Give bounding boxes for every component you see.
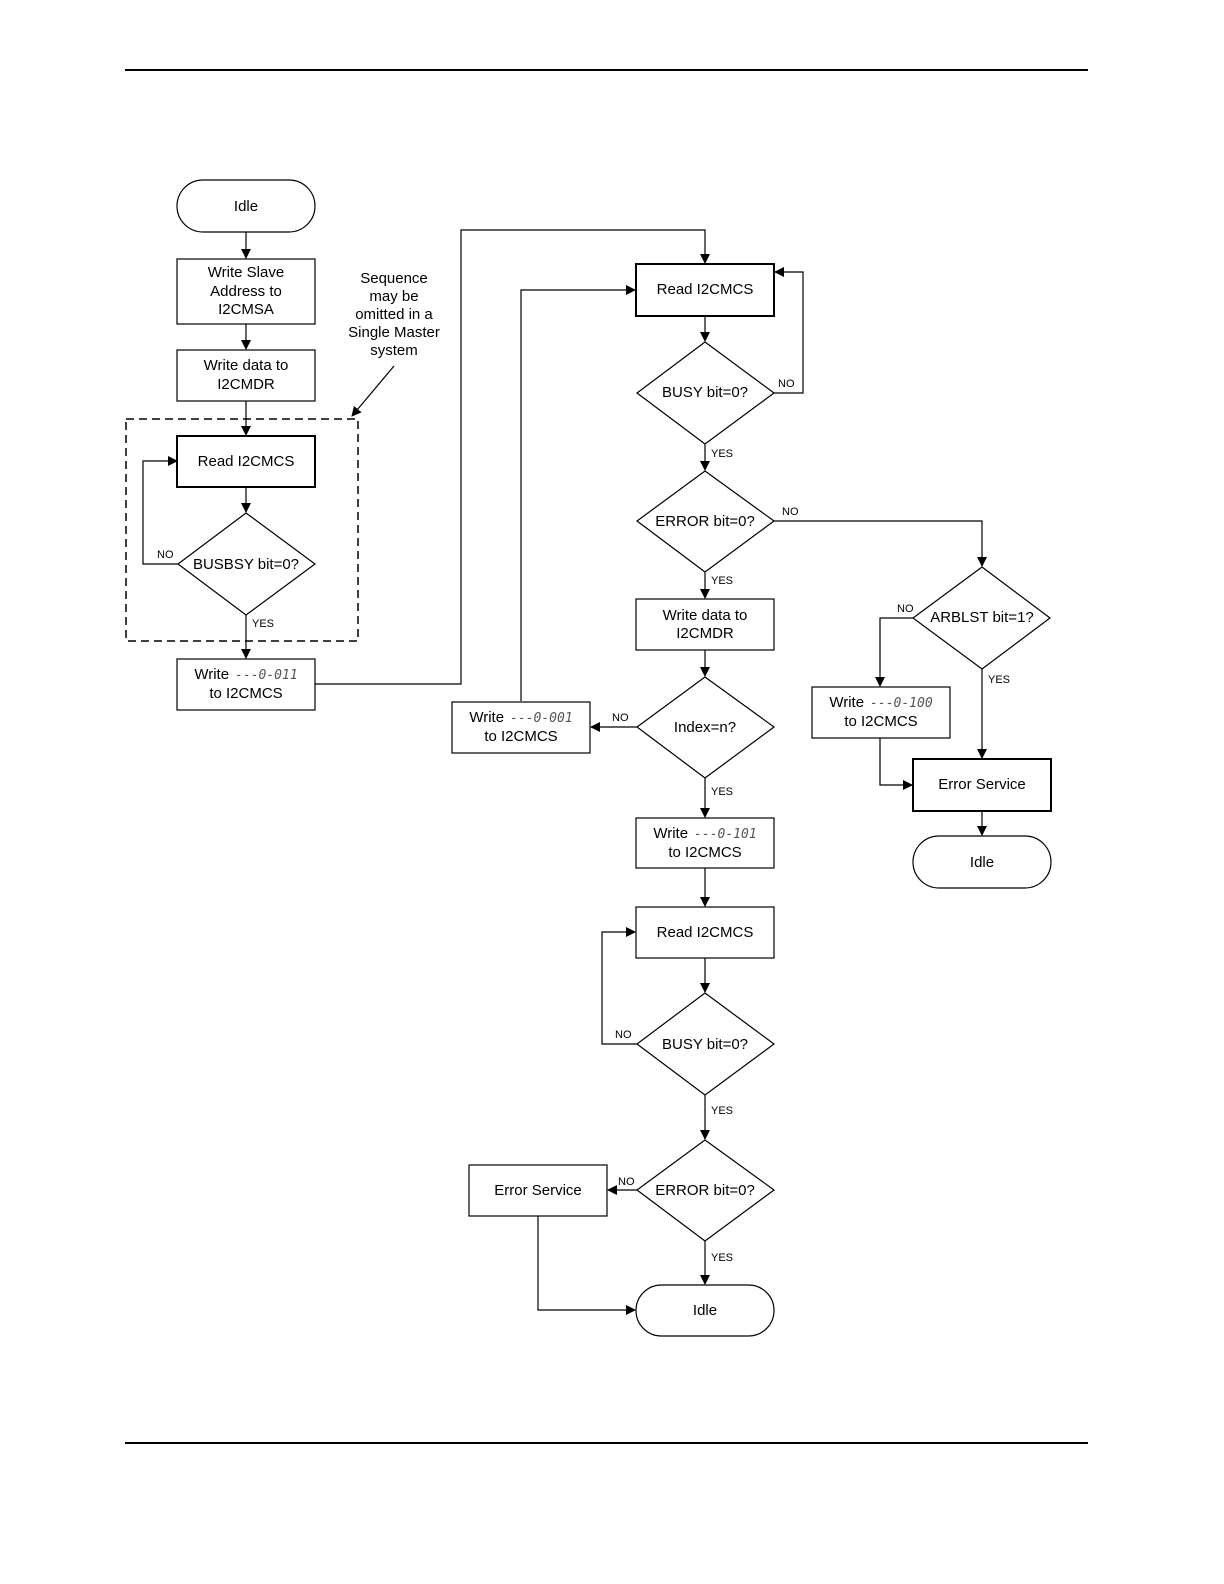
node-label: Read I2CMCS: [657, 924, 754, 941]
idle-end-terminator-2: Idle: [912, 835, 1052, 889]
write-100-box: Write---0-100 to I2CMCS: [811, 686, 951, 739]
node-label: Idle: [970, 854, 994, 871]
annotation-line: omitted in a: [355, 306, 433, 323]
edge-label-yes: YES: [711, 575, 733, 587]
node-label-write: Write---0-100: [829, 694, 933, 711]
node-label: BUSBSY bit=0?: [193, 556, 299, 573]
node-label: Write Slave: [208, 264, 284, 281]
node-label: ERROR bit=0?: [655, 513, 755, 530]
edge-label-yes: YES: [711, 1252, 733, 1264]
node-label: Error Service: [494, 1182, 582, 1199]
error-decision-1: ERROR bit=0?: [635, 470, 776, 573]
annotation-line: may be: [369, 288, 418, 305]
edge-labels: NO YES NO YES NO YES NO YES NO YES NO YE…: [157, 378, 1010, 1264]
node-label: ERROR bit=0?: [655, 1182, 755, 1199]
read-i2cmcs-box-1: Read I2CMCS: [176, 435, 316, 488]
node-label: Index=n?: [674, 719, 736, 736]
edge-label-no: NO: [782, 506, 799, 518]
node-label: I2CMDR: [217, 376, 275, 393]
annotation-line: Sequence: [360, 270, 428, 287]
edge-busbsy-no: [142, 456, 178, 565]
edge-loop-back: [520, 285, 636, 701]
edge-label-yes: YES: [711, 786, 733, 798]
annotation-note: Sequence may be omitted in a Single Mast…: [348, 270, 440, 359]
node-label: Address to: [210, 283, 282, 300]
edge-label-no: NO: [612, 712, 629, 724]
node-label: BUSY bit=0?: [662, 384, 748, 401]
edge-label-yes: YES: [988, 674, 1010, 686]
write-101-box: Write---0-101 to I2CMCS: [635, 817, 775, 869]
node-label: I2CMSA: [218, 301, 274, 318]
edges: [142, 229, 987, 1315]
node-label: ARBLST bit=1?: [930, 609, 1034, 626]
edge-label-yes: YES: [711, 448, 733, 460]
edge-label-no: NO: [615, 1029, 632, 1041]
read-i2cmcs-box-2: Read I2CMCS: [635, 263, 775, 317]
arblst-decision: ARBLST bit=1?: [911, 566, 1051, 670]
node-label: Write data to: [663, 607, 748, 624]
node-label: to I2CMCS: [668, 844, 741, 861]
optional-sequence-region: [125, 418, 359, 642]
write-slave-address-box: Write Slave Address to I2CMSA: [176, 258, 316, 325]
node-label: Idle: [693, 1302, 717, 1319]
write-data-box-2: Write data to I2CMDR: [635, 598, 775, 651]
edge-label-yes: YES: [252, 618, 274, 630]
node-label-write: Write---0-101: [653, 825, 756, 842]
edge-arblst-no: [875, 617, 913, 687]
idle-end-terminator-1: Idle: [635, 1284, 775, 1337]
edge-label-no: NO: [157, 549, 174, 561]
node-label: to I2CMCS: [844, 713, 917, 730]
node-label: Error Service: [938, 776, 1026, 793]
node-label: to I2CMCS: [484, 728, 557, 745]
node-label: to I2CMCS: [209, 685, 282, 702]
edge-busy1-no: [774, 267, 804, 394]
node-label: I2CMDR: [676, 625, 734, 642]
annotation-line: system: [370, 342, 418, 359]
node-label: Write data to: [204, 357, 289, 374]
node-label-write: Write---0-011: [194, 666, 297, 683]
edge-busy2-no: [601, 927, 637, 1045]
idle-start-terminator: Idle: [176, 179, 316, 233]
node-label: Read I2CMCS: [198, 453, 295, 470]
edge: [537, 1216, 636, 1315]
write-data-box-1: Write data to I2CMDR: [176, 349, 316, 402]
annotation-pointer: [351, 365, 395, 417]
error-decision-2: ERROR bit=0?: [635, 1139, 776, 1242]
edge-label-yes: YES: [711, 1105, 733, 1117]
edge: [879, 738, 913, 790]
busy-decision-2: BUSY bit=0?: [636, 992, 776, 1096]
write-011-box: Write---0-011 to I2CMCS: [176, 658, 316, 711]
annotation-line: Single Master: [348, 324, 440, 341]
edge-error1-no: [774, 520, 987, 567]
busbsy-decision: BUSBSY bit=0?: [177, 512, 317, 616]
error-service-box-2: Error Service: [912, 758, 1052, 812]
node-label: Idle: [234, 198, 258, 215]
node-label: Read I2CMCS: [657, 281, 754, 298]
write-001-box: Write---0-001 to I2CMCS: [451, 701, 591, 754]
error-service-box-1: Error Service: [468, 1164, 608, 1217]
edge-label-no: NO: [778, 378, 795, 390]
edge-label-no: NO: [618, 1176, 635, 1188]
node-label-write: Write---0-001: [469, 709, 572, 726]
busy-decision-1: BUSY bit=0?: [636, 341, 776, 445]
index-decision: Index=n?: [635, 676, 776, 779]
node-label: BUSY bit=0?: [662, 1036, 748, 1053]
edge-label-no: NO: [897, 603, 914, 615]
read-i2cmcs-box-3: Read I2CMCS: [635, 906, 775, 959]
edge-to-main: [315, 229, 710, 685]
